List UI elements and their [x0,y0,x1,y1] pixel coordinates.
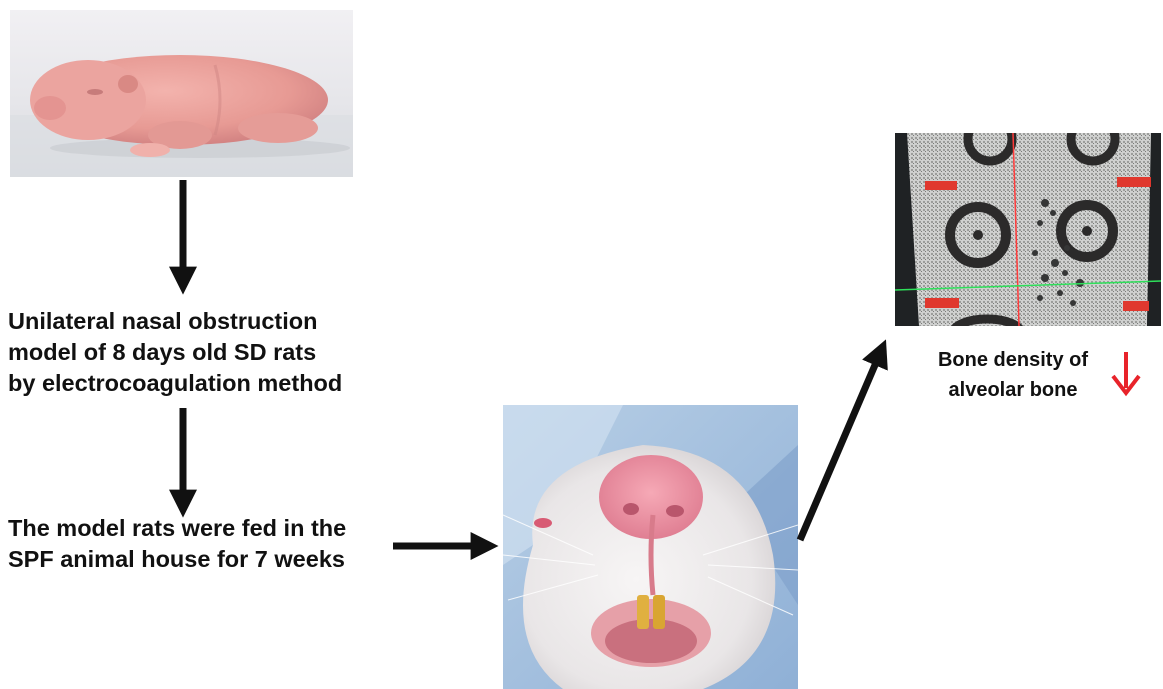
down-arrow-icon [1113,352,1139,393]
arrow-diagonal [800,351,881,540]
